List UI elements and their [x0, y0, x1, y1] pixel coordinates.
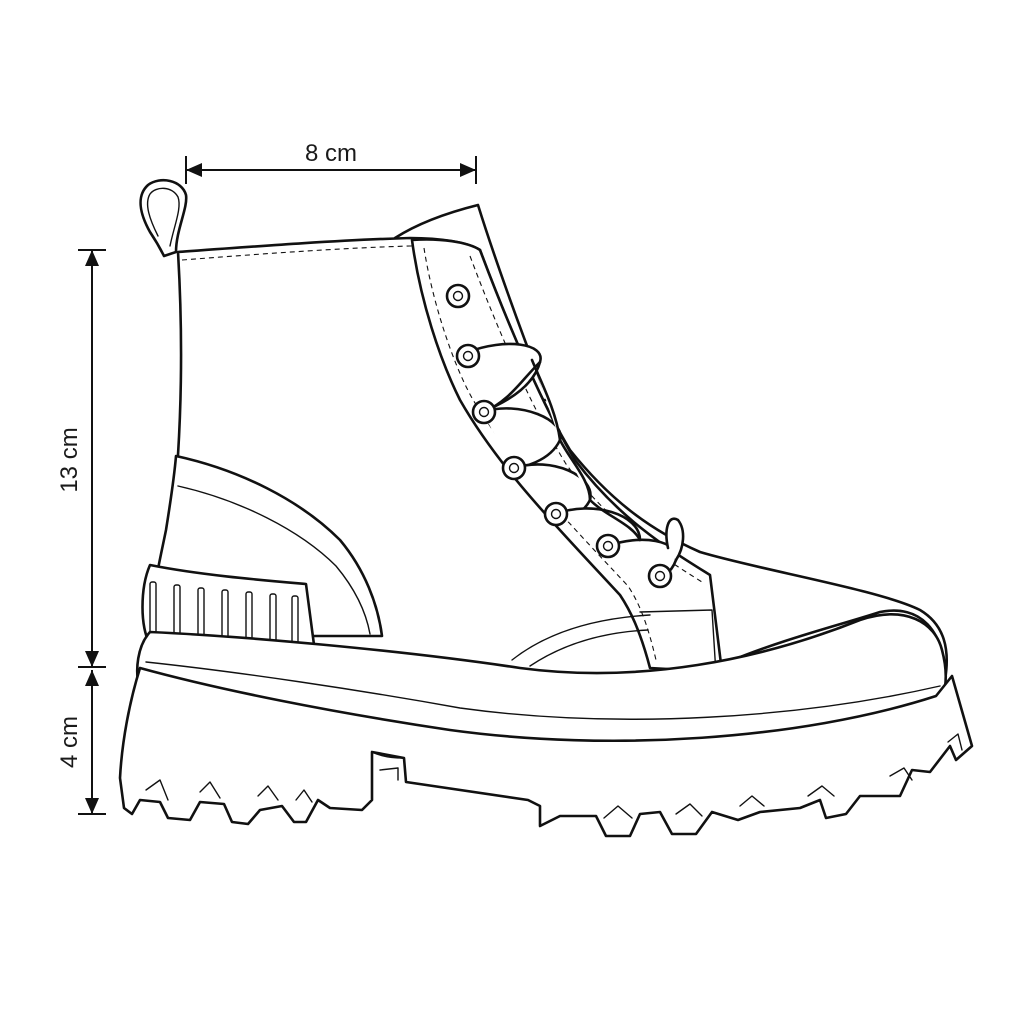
tread-lug [199, 781, 221, 799]
pull-tab-inner [146, 187, 180, 247]
eyelet-hole [478, 406, 490, 418]
tread-lug [379, 767, 399, 781]
tread-lug [947, 733, 963, 751]
outsole [118, 666, 974, 838]
eyelet-hole [550, 508, 562, 520]
eyelet-hole [452, 290, 464, 302]
shaft-height-label: 13 cm [56, 427, 83, 492]
tread-lug [807, 785, 835, 797]
shaft-height-arrow-top [85, 250, 99, 266]
tread-lug [675, 803, 703, 817]
tread-lug [603, 805, 633, 819]
tread-lug [257, 785, 279, 801]
eyelets [445, 283, 673, 589]
sole-height-label: 4 cm [56, 716, 83, 768]
vamp-panel-line [639, 609, 717, 675]
sole-height-dimension: 4 cm [56, 670, 106, 815]
vamp-seam [511, 614, 651, 661]
lace-end [665, 517, 685, 562]
pull-tab [139, 178, 188, 258]
width-dimension: 8 cm [185, 140, 477, 184]
eyelet [445, 283, 471, 309]
tread-lugs [145, 733, 963, 819]
width-label: 8 cm [305, 140, 357, 167]
sole-height-arrow-top [85, 670, 99, 686]
eyelet-hole [462, 350, 474, 362]
lace-cross [588, 498, 642, 542]
eyelet [595, 533, 621, 559]
laces [466, 342, 685, 578]
boot [118, 178, 974, 838]
tread-lug [145, 779, 169, 801]
heel-step [371, 751, 405, 759]
width-arrow-right [460, 163, 476, 177]
eyelet-hole [602, 540, 614, 552]
eyelet [543, 501, 569, 527]
midsole-line [145, 661, 941, 720]
heel-counter-seam [177, 485, 371, 635]
tread-lug [739, 795, 765, 807]
eyelet [471, 399, 497, 425]
width-arrow-left [186, 163, 202, 177]
eyelet [647, 563, 673, 589]
lace-cross [558, 438, 592, 502]
tread-lug [295, 789, 313, 803]
eyelet [455, 343, 481, 369]
eyelet [501, 455, 527, 481]
eyelet-hole [654, 570, 666, 582]
tread-lug [889, 767, 913, 781]
shaft-height-arrow-bottom [85, 651, 99, 667]
shaft-height-dimension: 13 cm [56, 249, 106, 668]
lace-cross [530, 358, 562, 442]
eyelet-hole [508, 462, 520, 474]
sole-height-arrow-bottom [85, 798, 99, 814]
vamp-seam-inner [529, 629, 649, 667]
